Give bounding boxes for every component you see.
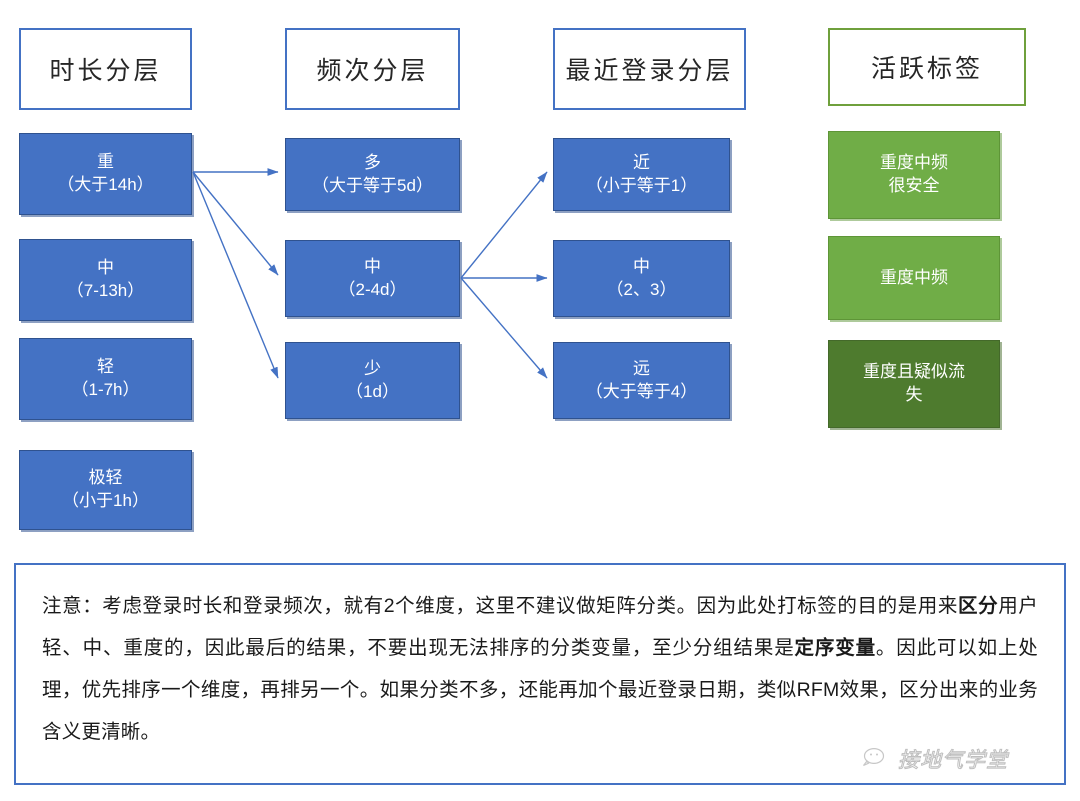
node-label-secondary: （7-13h） xyxy=(66,281,145,300)
note-segment-1: 区分 xyxy=(957,595,999,617)
note-segment-2: 用户轻、中、重度的，因此最后的结果，不要出现无法排序的分类变量，至少分组结果是 xyxy=(42,595,1038,659)
note-text: 注意：考虑登录时长和登录频次，就有2个维度，这里不建议做矩阵分类。因为此处打标签… xyxy=(42,585,1038,753)
arrow-heavy-to-freq-low xyxy=(192,171,279,379)
wechat-bubble-icon xyxy=(862,746,892,773)
column-header-recency: 最近登录分层 xyxy=(553,28,746,110)
node-frequency-high[interactable]: 多 （大于等于5d） xyxy=(285,138,460,211)
node-label-primary: 近 xyxy=(633,152,650,172)
node-label-primary: 重 xyxy=(97,152,114,172)
node-label-primary: 少 xyxy=(364,358,381,378)
watermark-text: 接地气学堂 xyxy=(898,748,1008,773)
node-label-primary: 重度中频 xyxy=(880,267,948,287)
node-recency-near[interactable]: 近 （小于等于1） xyxy=(553,138,730,211)
node-label-secondary: 失 xyxy=(905,385,923,404)
node-label-secondary: （大于等于5d） xyxy=(312,175,433,195)
node-frequency-low[interactable]: 少 （1d） xyxy=(285,342,460,419)
node-duration-very-light[interactable]: 极轻 （小于1h） xyxy=(19,450,192,530)
node-label-secondary: （1-7h） xyxy=(71,380,140,399)
arrow-heavy-to-freq-medium xyxy=(192,171,279,276)
node-label-secondary: 很安全 xyxy=(888,176,940,195)
node-label-primary: 中 xyxy=(97,258,114,278)
node-label-secondary: （小于1h） xyxy=(62,491,149,510)
node-label-secondary: （2-4d） xyxy=(338,279,407,299)
node-frequency-medium[interactable]: 中 （2-4d） xyxy=(285,240,460,317)
note-segment-0: 注意：考虑登录时长和登录频次，就有2个维度，这里不建议做矩阵分类。因为此处打标签… xyxy=(42,595,958,617)
node-label-primary: 重度中频 xyxy=(880,153,948,173)
column-header-frequency: 频次分层 xyxy=(285,28,460,110)
node-label-primary: 中 xyxy=(364,256,381,276)
note-panel: 注意：考虑登录时长和登录频次，就有2个维度，这里不建议做矩阵分类。因为此处打标签… xyxy=(14,563,1066,785)
node-label-secondary: （小于等于1） xyxy=(585,175,698,195)
node-label-primary: 极轻 xyxy=(88,468,123,488)
arrow-group-duration-heavy-to-frequency xyxy=(192,168,279,379)
node-label-primary: 远 xyxy=(633,358,650,378)
column-header-duration: 时长分层 xyxy=(19,28,192,110)
watermark: 接地气学堂 xyxy=(862,744,1008,774)
node-label-primary: 多 xyxy=(364,152,381,172)
node-duration-heavy[interactable]: 重 （大于14h） xyxy=(19,133,192,215)
node-duration-medium[interactable]: 中 （7-13h） xyxy=(19,239,192,321)
node-label-heavy-mid-safe[interactable]: 重度中频 很安全 xyxy=(828,131,1000,219)
node-recency-far[interactable]: 远 （大于等于4） xyxy=(553,342,730,419)
note-segment-3: 定序变量 xyxy=(794,637,876,659)
node-label-heavy-mid[interactable]: 重度中频 xyxy=(828,236,1000,320)
node-label-primary: 重度且疑似流 xyxy=(863,362,965,382)
arrow-freqmed-to-recency-far xyxy=(460,277,548,379)
node-label-primary: 轻 xyxy=(97,357,114,377)
column-header-activity-label: 活跃标签 xyxy=(828,28,1026,106)
arrow-freqmed-to-recency-near xyxy=(460,171,548,279)
node-label-heavy-churn-risk[interactable]: 重度且疑似流 失 xyxy=(828,340,1000,428)
node-label-primary: 中 xyxy=(633,256,650,276)
arrow-group-frequency-medium-to-recency xyxy=(460,171,548,379)
node-label-secondary: （2、3） xyxy=(606,279,677,299)
node-duration-light[interactable]: 轻 （1-7h） xyxy=(19,338,192,420)
node-label-secondary: （大于等于4） xyxy=(585,381,698,401)
note-segment-4: 。因此可以如上处理，优先排序一个维度，再排另一个。如果分类不多，还能再加个最近登… xyxy=(42,637,1038,743)
node-recency-medium[interactable]: 中 （2、3） xyxy=(553,240,730,317)
node-label-secondary: （大于14h） xyxy=(57,175,154,194)
node-label-secondary: （1d） xyxy=(346,381,399,401)
